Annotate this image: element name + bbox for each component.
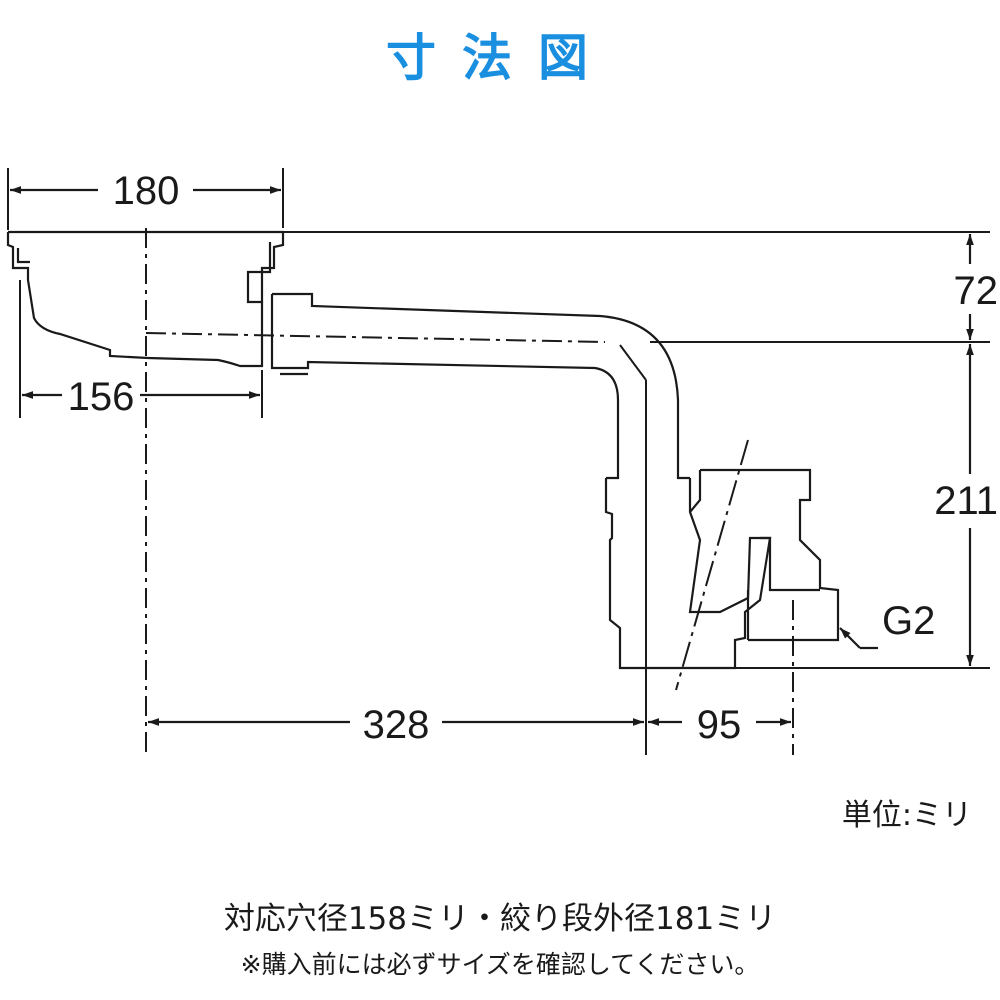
center-lines [7, 168, 990, 755]
trap-body [604, 468, 840, 670]
dim-72: 72 [954, 269, 999, 313]
diagram-title: 寸法図 [386, 29, 614, 87]
dim-180: 180 [113, 169, 180, 213]
dim-156: 156 [68, 375, 135, 419]
dim-g2: G2 [882, 599, 935, 643]
dim-95: 95 [697, 703, 742, 747]
strainer-body [6, 230, 285, 368]
drain-pipe [270, 292, 690, 480]
unit-label: 単位:ミリ [841, 798, 972, 833]
dimension-arrows [10, 186, 974, 726]
note-caution: ※購入前には必ずサイズを確認してください。 [240, 950, 760, 979]
note-main: 対応穴径158ミリ・絞り段外径181ミリ [223, 901, 777, 937]
dim-211: 211 [934, 479, 998, 523]
dim-328: 328 [363, 703, 430, 747]
